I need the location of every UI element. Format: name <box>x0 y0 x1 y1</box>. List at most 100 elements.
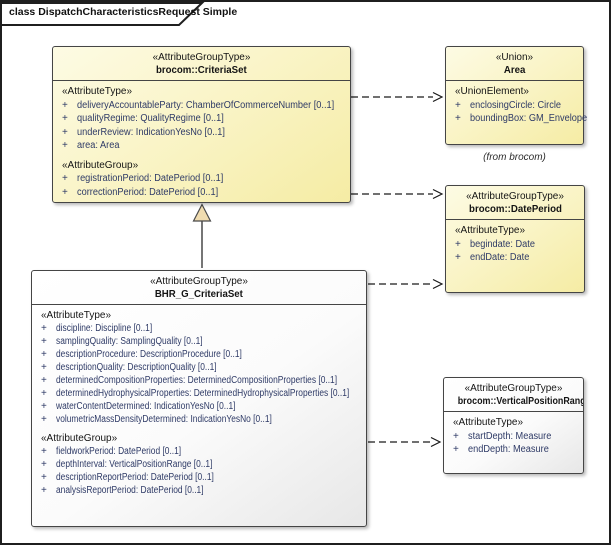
attribute-group-stereotype: «AttributeType» <box>453 417 524 428</box>
class-box-verticalpositionrange[interactable]: «AttributeGroupType» brocom::VerticalPos… <box>443 377 584 474</box>
attribute-row: +enclosingCircle: Circle <box>453 99 580 113</box>
class-attributes: «UnionElement»+enclosingCircle: Circle+b… <box>446 81 587 129</box>
attribute-text: deliveryAccountableParty: ChamberOfComme… <box>77 99 335 111</box>
attribute-row: +endDate: Date <box>453 251 581 265</box>
visibility-marker: + <box>41 414 47 425</box>
attribute-text: analysisReportPeriod: DatePeriod [0..1] <box>56 485 204 496</box>
attribute-row: + determinedHydrophysicalProperties: Dete… <box>39 387 363 400</box>
class-attributes: «AttributeType» + startDepth: Measure + endD… <box>444 412 583 460</box>
class-stereotype: «AttributeGroupType» <box>150 276 248 287</box>
class-attributes: «AttributeType»+deliveryAccountableParty… <box>53 81 350 202</box>
class-header: «AttributeGroupType» brocom::CriteriaSet <box>53 47 350 81</box>
visibility-marker: + <box>62 140 68 151</box>
attribute-row: +deliveryAccountableParty: ChamberOfComm… <box>60 99 347 113</box>
class-attributes: «AttributeType» + begindate: Date+endDate:… <box>446 220 584 268</box>
class-name: brocom::DatePeriod <box>468 203 562 215</box>
generalization-arrow-bhr-criteriaset[interactable] <box>192 203 212 269</box>
visibility-marker: + <box>41 446 47 457</box>
attribute-group-stereotype: «AttributeGroup» <box>41 433 118 444</box>
attribute-text: descriptionReportPeriod: DatePeriod [0..… <box>56 472 214 483</box>
visibility-marker: + <box>41 336 47 347</box>
class-box-bhr-g-criteriaset[interactable]: «AttributeGroupType» BHR_G_CriteriaSet «… <box>31 270 367 527</box>
class-header: «Union» Area <box>446 47 583 81</box>
attribute-group-stereotype: «AttributeType» <box>41 310 112 321</box>
attribute-text: startDepth: Measure <box>468 430 552 442</box>
attribute-row: + descriptionQuality: DescriptionQuality … <box>39 361 363 374</box>
attribute-text: registrationPeriod: DatePeriod [0..1] <box>77 173 224 184</box>
attribute-text: endDepth: Measure <box>468 444 549 455</box>
diagram-frame-tab: class DispatchCharacteristicsRequest Sim… <box>2 2 237 28</box>
attribute-group-stereotype: «AttributeType» <box>455 225 526 236</box>
visibility-marker: + <box>41 485 47 496</box>
dependency-arrow-criteriaset-area[interactable] <box>351 91 444 103</box>
class-box-dateperiod[interactable]: «AttributeGroupType» brocom::DatePeriod … <box>445 185 585 293</box>
visibility-marker: + <box>453 444 459 455</box>
attribute-row: + begindate: Date <box>453 238 581 252</box>
attribute-group-stereotype: «AttributeGroup» <box>62 159 139 171</box>
attribute-group-stereotype: «AttributeType» <box>62 86 133 97</box>
visibility-marker: + <box>453 430 459 442</box>
visibility-marker: + <box>41 401 47 412</box>
attribute-row: +correctionPeriod: DatePeriod [0..1] <box>60 186 347 200</box>
visibility-marker: + <box>41 459 47 470</box>
attribute-row: + analysisReportPeriod: DatePeriod [0..1] <box>39 484 363 497</box>
class-stereotype: «AttributeGroupType» <box>464 383 563 394</box>
visibility-marker: + <box>62 173 68 184</box>
visibility-marker: + <box>455 99 461 111</box>
dependency-arrow-bhr-dateperiod[interactable] <box>368 278 444 290</box>
attribute-text: descriptionQuality: DescriptionQuality [… <box>56 362 217 373</box>
attribute-row: +descriptionProcedure: DescriptionProced… <box>39 348 363 361</box>
dependency-arrow-bhr-verticalpositionrange[interactable] <box>368 436 442 448</box>
attribute-text: qualityRegime: QualityRegime [0..1] <box>77 113 224 124</box>
class-box-criteriaset[interactable]: «AttributeGroupType» brocom::CriteriaSet… <box>52 46 351 203</box>
class-name: BHR_G_CriteriaSet <box>154 288 244 300</box>
visibility-marker: + <box>41 388 47 399</box>
attribute-row: + registrationPeriod: DatePeriod [0..1] <box>60 172 347 186</box>
attribute-text: depthInterval: VerticalPositionRange [0.… <box>56 459 213 470</box>
class-box-area[interactable]: «Union» Area «UnionElement» +enclosingCir… <box>445 46 587 145</box>
attribute-text: waterContentDetermined: IndicationYesNo … <box>56 401 236 412</box>
attribute-text: volumetricMassDensityDetermined: Indicat… <box>56 414 272 425</box>
class-header: «AttributeGroupType» brocom::DatePeriod <box>446 186 584 220</box>
attribute-row: + startDepth: Measure <box>451 430 580 444</box>
visibility-marker: + <box>455 113 461 124</box>
attribute-text: area: Area <box>77 140 120 151</box>
class-stereotype: «Union» <box>495 52 534 63</box>
attribute-text: fieldworkPeriod: DatePeriod [0..1] <box>56 446 182 457</box>
attribute-text: correctionPeriod: DatePeriod [0..1] <box>77 186 219 198</box>
frame-tab-shape <box>2 2 205 26</box>
attribute-text: discipline: Discipline [0..1] <box>56 323 153 334</box>
attribute-row: +underReview: IndicationYesNo [0..1] <box>60 126 347 140</box>
visibility-marker: + <box>41 323 47 334</box>
class-stereotype: «AttributeGroupType» <box>466 191 564 202</box>
attribute-row: + waterContentDetermined: IndicationYesNo… <box>39 400 363 413</box>
attribute-row: + determinedCompositionProperties: Determ… <box>39 374 363 387</box>
dependency-arrow-criteriaset-dateperiod[interactable] <box>351 188 444 200</box>
class-header: «AttributeGroupType» brocom::VerticalPos… <box>444 378 583 412</box>
class-stereotype: «AttributeGroupType» <box>152 52 251 63</box>
attribute-row: + samplingQuality: SamplingQuality [0..1] <box>39 335 363 348</box>
visibility-marker: + <box>62 113 68 124</box>
diagram-title: class DispatchCharacteristicsRequest Sim… <box>9 6 238 18</box>
attribute-text: descriptionProcedure: DescriptionProcedu… <box>56 349 242 360</box>
attribute-row: + volumetricMassDensityDetermined: Indica… <box>39 413 363 426</box>
visibility-marker: + <box>41 362 47 373</box>
visibility-marker: + <box>455 252 461 263</box>
attribute-text: determinedHydrophysicalProperties: Deter… <box>56 388 350 399</box>
visibility-marker: + <box>455 238 461 250</box>
attribute-row: + depthInterval: VerticalPositionRange [0… <box>39 458 363 471</box>
attribute-text: determinedCompositionProperties: Determi… <box>56 375 338 386</box>
attribute-row: + qualityRegime: QualityRegime [0..1] <box>60 112 347 126</box>
attribute-text: begindate: Date <box>470 238 535 250</box>
from-package-caption: (from brocom) <box>483 152 546 163</box>
attribute-group-stereotype: «UnionElement» <box>455 86 529 97</box>
class-attributes: «AttributeType» + discipline: Discipline [… <box>32 305 366 500</box>
visibility-marker: + <box>41 472 47 483</box>
attribute-row: + fieldworkPeriod: DatePeriod [0..1] <box>39 445 363 458</box>
class-name: brocom::VerticalPositionRange <box>457 395 583 407</box>
visibility-marker: + <box>41 375 47 386</box>
attribute-text: samplingQuality: SamplingQuality [0..1] <box>56 336 203 347</box>
class-header: «AttributeGroupType» BHR_G_CriteriaSet <box>32 271 366 305</box>
class-name: Area <box>503 64 526 76</box>
